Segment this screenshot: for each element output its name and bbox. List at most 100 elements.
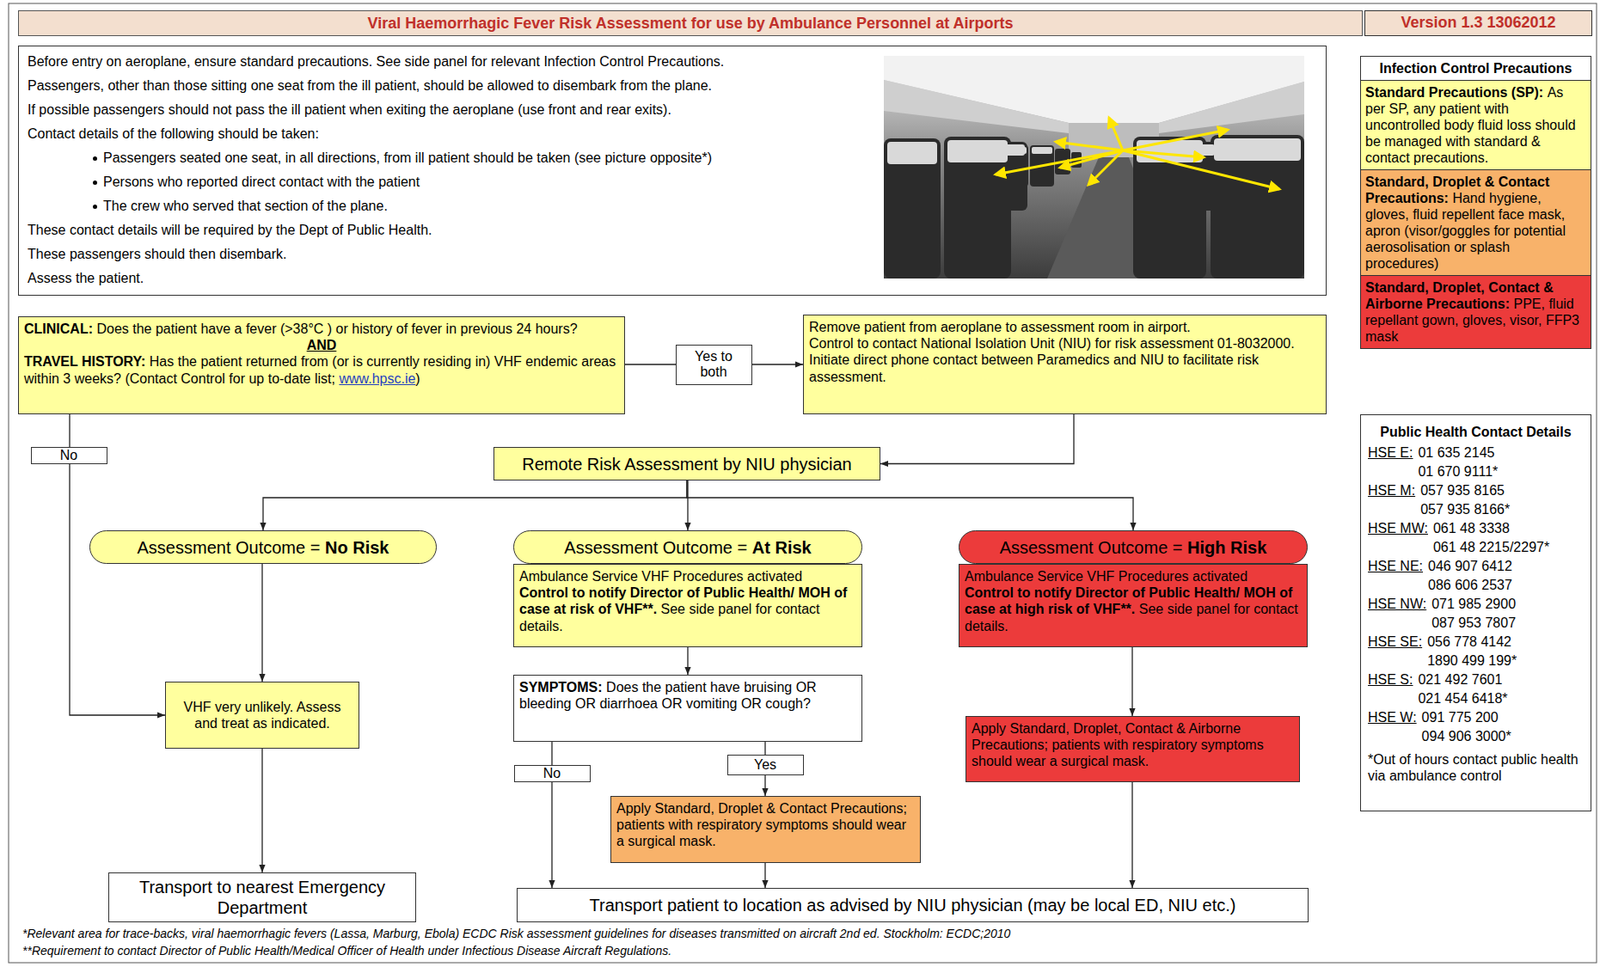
- connector: [261, 563, 263, 682]
- drawing-part: [1088, 150, 1123, 185]
- paragraph: Control to notify Director of Public Hea…: [519, 584, 857, 635]
- text: Viral Haemorrhagic Fever Risk Assessment…: [367, 14, 1014, 33]
- text: VHF very unlikely. Assess and treat as i…: [183, 699, 342, 731]
- paragraph: Assessment Outcome =High Risk: [999, 537, 1268, 558]
- paragraph: Version 1.3 13062012: [1400, 13, 1556, 33]
- drawing-part: [944, 136, 1012, 279]
- paragraph: These passengers should then disembark.: [27, 242, 883, 267]
- drawing-part: [1213, 138, 1301, 161]
- paragraph: AND: [24, 337, 620, 354]
- text: HSE MW:: [1367, 519, 1429, 539]
- paragraph: Ambulance Service VHF Procedures activat…: [964, 568, 1302, 585]
- paragraph: Remote Risk Assessment by NIU physician: [521, 453, 852, 475]
- paragraph: Control to notify Director of Public Hea…: [964, 584, 1302, 635]
- decision-box: CLINICAL:Does the patient have a fever (…: [18, 316, 626, 415]
- text: Yes: [754, 757, 777, 773]
- connector: [263, 480, 687, 531]
- cabin-photo: [883, 55, 1305, 279]
- paragraph: Initiate direct phone contact between Pa…: [809, 351, 1321, 385]
- text: 091 775 200: [1422, 708, 1584, 728]
- text: Apply Standard, Droplet & Contact Precau…: [616, 801, 908, 849]
- paragraph: Assessment Outcome =At Risk: [563, 537, 811, 558]
- drawing-part: [1055, 141, 1123, 151]
- outcome-oval: Assessment Outcome =No Risk: [89, 530, 437, 564]
- edge-label: No: [30, 447, 108, 465]
- drawing-part: [995, 117, 1280, 190]
- outer-frame: [8, 3, 1597, 963]
- text: 057 935 8165: [1420, 481, 1584, 501]
- text: Standard Precautions (SP):: [1365, 85, 1544, 100]
- drawing-part: [1031, 147, 1053, 154]
- text: 086 606 2537: [1428, 576, 1584, 595]
- drawing-part: [1133, 136, 1207, 279]
- text: Remove patient from aeroplane to assessm…: [809, 319, 1191, 335]
- contact-entry: HSE S:021 492 7601021 454 6418*: [1367, 670, 1584, 709]
- text: 057 935 8166*: [1420, 500, 1584, 520]
- contact-entry: HSE SE:056 778 41421890 499 199*: [1367, 632, 1584, 671]
- text: TRAVEL HISTORY:: [24, 354, 146, 369]
- outcome-oval: Assessment Outcome =At Risk: [513, 530, 863, 564]
- process-box: VHF very unlikely. Assess and treat as i…: [165, 681, 360, 749]
- text: 021 492 7601: [1417, 670, 1584, 690]
- contact-entry: HSE MW:061 48 3338061 48 2215/2297*: [1367, 519, 1584, 558]
- drawing-part: [887, 141, 938, 165]
- drawing-part: [1122, 150, 1280, 190]
- precaution-section: Standard Precautions (SP):As per SP, any…: [1360, 79, 1591, 170]
- contact-entry: HSE NW:071 985 2900087 953 7807: [1367, 594, 1584, 633]
- text: 056 778 4142: [1427, 632, 1584, 652]
- text: **Requirement to contact Director of Pub…: [22, 943, 672, 959]
- paragraph: Apply Standard, Droplet & Contact Precau…: [616, 800, 915, 851]
- paragraph: If possible passengers should not pass t…: [27, 98, 883, 123]
- terminal-box: Transport to nearest Emergency Departmen…: [108, 872, 417, 923]
- paragraph: VHF very unlikely. Assess and treat as i…: [183, 698, 342, 732]
- paragraph: TRAVEL HISTORY:Has the patient returned …: [24, 353, 620, 387]
- text: www.hpsc.ie: [338, 371, 416, 387]
- terminal-box: Transport patient to location as advised…: [516, 888, 1309, 923]
- paragraph: Apply Standard, Droplet, Contact & Airbo…: [971, 720, 1294, 771]
- text: HSE SE:: [1367, 632, 1423, 652]
- connector: [686, 480, 1134, 531]
- text: 071 985 2900: [1431, 594, 1584, 614]
- precaution-section: Standard, Droplet, Contact & Airborne Pr…: [1360, 275, 1591, 349]
- text: 087 953 7807: [1431, 613, 1584, 633]
- text: Yes to both: [685, 349, 743, 381]
- text: If possible passengers should not pass t…: [27, 102, 672, 117]
- text: *Relevant area for trace-backs, viral ha…: [22, 925, 1011, 942]
- drawing-part: [883, 134, 1305, 279]
- paragraph: Standard, Droplet, Contact & Airborne Pr…: [1365, 279, 1587, 345]
- text: 1890 499 199*: [1427, 651, 1584, 671]
- drawing-part: [1122, 150, 1204, 158]
- paragraph: Transport to nearest Emergency Departmen…: [126, 876, 399, 919]
- paragraph: Ambulance Service VHF Procedures activat…: [519, 568, 857, 585]
- text: Passengers, other than those sitting one…: [27, 78, 712, 93]
- contacts-panel: Public Health Contact DetailsHSE E:01 63…: [1360, 414, 1592, 812]
- paragraph: Standard Precautions (SP):As per SP, any…: [1365, 84, 1587, 166]
- paragraph: Transport patient to location as advised…: [589, 895, 1237, 916]
- paragraph: Passengers, other than those sitting one…: [27, 73, 883, 99]
- connector: [261, 748, 263, 873]
- text: Assess the patient.: [27, 270, 144, 286]
- text: Ambulance Service VHF Procedures activat…: [519, 569, 803, 584]
- text: High Risk: [1187, 538, 1267, 558]
- text: Passengers seated one seat, in all direc…: [103, 150, 712, 166]
- text: Persons who reported direct contact with…: [103, 174, 420, 190]
- text: CLINICAL:: [24, 321, 93, 337]
- text: HSE M:: [1367, 481, 1416, 501]
- text: These contact details will be required b…: [27, 222, 432, 238]
- contact-entry: HSE W:091 775 200094 906 3000*: [1367, 708, 1584, 747]
- connector: [686, 647, 688, 675]
- version-box: Version 1.3 13062012: [1364, 10, 1593, 37]
- drawing-part: [1210, 134, 1305, 279]
- text: 01 670 9111*: [1417, 462, 1584, 482]
- text: Control to contact National Isolation Un…: [809, 336, 1295, 351]
- text: Public Health Contact Details: [1367, 420, 1584, 444]
- text: 01 635 2145: [1417, 443, 1584, 463]
- process-box: Remove patient from aeroplane to assessm…: [803, 314, 1327, 415]
- title-bar: Viral Haemorrhagic Fever Risk Assessment…: [18, 10, 1363, 37]
- paragraph: Passengers seated one seat, in all direc…: [27, 146, 883, 171]
- text: 061 48 3338: [1433, 519, 1584, 539]
- contact-entry: HSE E:01 635 214501 670 9111*: [1367, 443, 1584, 482]
- precaution-section: Standard, Droplet & Contact Precautions:…: [1360, 169, 1591, 276]
- text: Does the patient have a fever (>38°C ) o…: [96, 321, 577, 337]
